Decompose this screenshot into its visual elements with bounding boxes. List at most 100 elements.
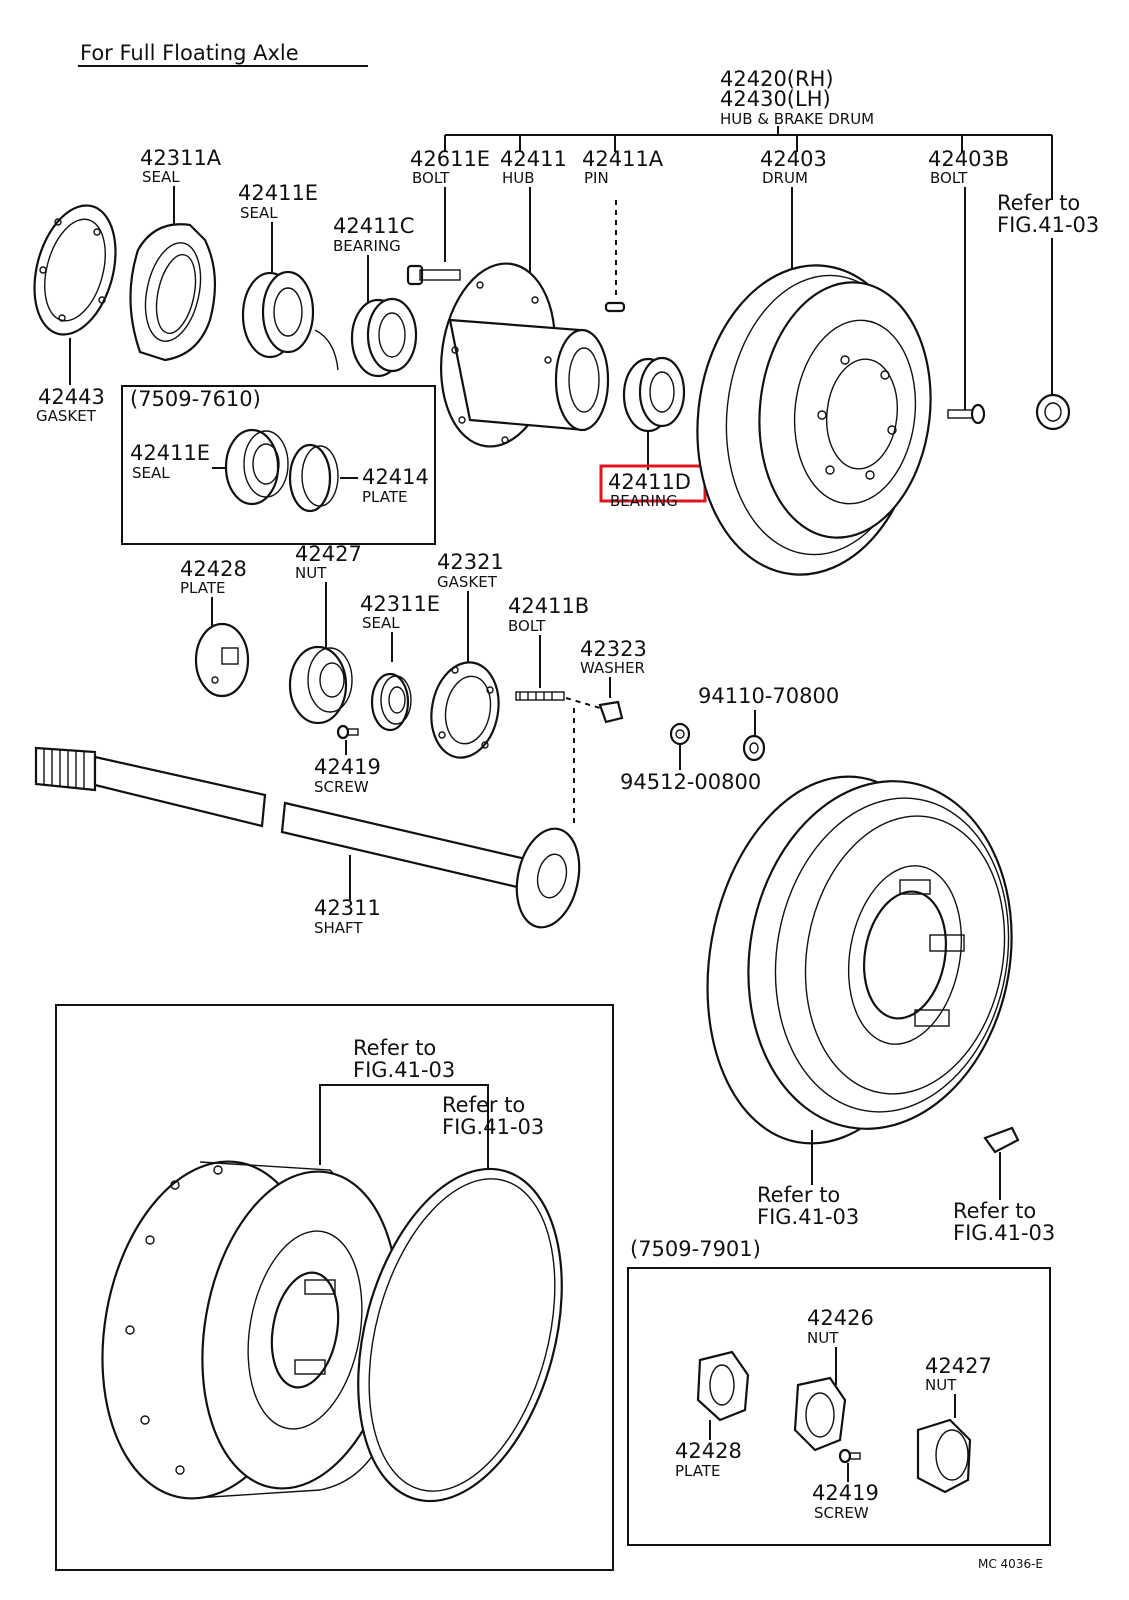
callout-94512-00800: 94512-00800 <box>620 770 761 794</box>
box2-nut-42426-part <box>793 1376 847 1452</box>
box2-callout-42428: 42428 <box>675 1439 742 1463</box>
seal-42411E-part <box>241 270 339 371</box>
clamp-part <box>983 1126 1020 1154</box>
callout-42443-name: GASKET <box>36 407 97 425</box>
refer-c-line1: Refer to <box>353 1036 436 1060</box>
box1-callout-42414-name: PLATE <box>362 488 407 506</box>
callout-94110-70800: 94110-70800 <box>698 684 839 708</box>
refer-d-line1: Refer to <box>442 1093 525 1117</box>
refer-b-line2: FIG.41-03 <box>953 1221 1055 1245</box>
callout-42411E-top: 42411E <box>238 181 318 205</box>
callout-42611E-name: BOLT <box>412 169 450 187</box>
nut-94110-part <box>742 734 766 762</box>
callout-42411: 42411 <box>500 147 567 171</box>
callout-42427-name: NUT <box>295 564 327 582</box>
box2-callout-42419-name: SCREW <box>814 1504 869 1522</box>
callout-42323-name: WASHER <box>580 659 645 677</box>
screw-42419-part <box>336 724 359 740</box>
callout-42420: 42420(RH) <box>720 67 834 91</box>
callout-42311: 42311 <box>314 896 381 920</box>
callout-42411E-top-name: SEAL <box>240 204 278 222</box>
bearing-42411D-part <box>622 356 686 433</box>
callout-42411-name: HUB <box>502 169 535 187</box>
callout-42321: 42321 <box>437 550 504 574</box>
box1-plate-part <box>288 443 339 513</box>
box2-callout-42428-name: PLATE <box>675 1462 720 1480</box>
refer-b-line1: Refer to <box>953 1199 1036 1223</box>
callout-42403-name: DRUM <box>762 169 808 187</box>
box2-plate-42428-part <box>696 1350 750 1422</box>
refer-top-line2: FIG.41-03 <box>997 213 1099 237</box>
box2-nut-42427-part <box>916 1418 972 1494</box>
callout-42430: 42430(LH) <box>720 87 831 111</box>
nut-refer-top-part <box>1035 393 1071 431</box>
callout-42411C: 42411C <box>333 214 414 238</box>
callout-42611E: 42611E <box>410 147 490 171</box>
gasket-42443-part <box>33 204 117 336</box>
callout-42411D: 42411D <box>608 470 691 494</box>
callout-42311A-name: SEAL <box>142 168 180 186</box>
diagram-title: For Full Floating Axle <box>80 41 299 65</box>
callout-42403: 42403 <box>760 147 827 171</box>
gasket-42321-part <box>430 661 500 759</box>
bolt-42403B-part <box>947 403 986 425</box>
footer-code: MC 4036-E <box>978 1557 1043 1571</box>
callout-42403B: 42403B <box>928 147 1009 171</box>
callout-42443: 42443 <box>38 385 105 409</box>
box2-callout-42427-name: NUT <box>925 1376 957 1394</box>
callout-42311E: 42311E <box>360 592 440 616</box>
callout-hub-drum-name: HUB & BRAKE DRUM <box>720 110 874 128</box>
bolt-42611E-part <box>406 264 461 286</box>
box1-callout-42411E-name: SEAL <box>132 464 170 482</box>
box2-callout-42426-name: NUT <box>807 1329 839 1347</box>
box1-callout-42414: 42414 <box>362 465 429 489</box>
box2-callout-42419: 42419 <box>812 1481 879 1505</box>
pin-42411A-part <box>604 301 626 313</box>
nut-94512-part <box>669 722 691 746</box>
seal-42311A-part <box>129 223 217 362</box>
box1-range: (7509-7610) <box>130 387 261 411</box>
refer-a-line2: FIG.41-03 <box>757 1205 859 1229</box>
callout-42427: 42427 <box>295 542 362 566</box>
callout-42321-name: GASKET <box>437 573 498 591</box>
box1-frame <box>121 385 436 545</box>
box2-callout-42426: 42426 <box>807 1306 874 1330</box>
box2-frame <box>627 1267 1051 1546</box>
callout-42311-name: SHAFT <box>314 919 363 937</box>
refer-d-line2: FIG.41-03 <box>442 1115 544 1139</box>
callout-42311A: 42311A <box>140 146 222 170</box>
callout-42411B: 42411B <box>508 594 589 618</box>
callout-42411B-name: BOLT <box>508 617 546 635</box>
hub-42411-part <box>439 262 610 448</box>
callout-42428-name: PLATE <box>180 579 225 597</box>
refer-a-line1: Refer to <box>757 1183 840 1207</box>
shaft-42311-part <box>34 746 581 929</box>
refer-c-line2: FIG.41-03 <box>353 1058 455 1082</box>
box1-callout-42411E: 42411E <box>130 441 210 465</box>
washer-42323-part <box>598 700 624 724</box>
callout-42403B-name: BOLT <box>930 169 968 187</box>
callout-42411C-name: BEARING <box>333 237 401 255</box>
callout-42419: 42419 <box>314 755 381 779</box>
callout-42311E-name: SEAL <box>362 614 400 632</box>
plate-42428-part <box>194 622 250 698</box>
wheel-split-rim-part <box>101 1160 563 1503</box>
refer-top-line1: Refer to <box>997 191 1080 215</box>
box1-seal-part <box>224 428 289 506</box>
wheel-right-part <box>706 775 1013 1145</box>
callout-42419-name: SCREW <box>314 778 369 796</box>
nut-42427-part <box>288 645 353 725</box>
callout-42411D-name: BEARING <box>610 492 678 510</box>
box2-range: (7509-7901) <box>630 1237 761 1261</box>
box-lower-left-frame <box>55 1004 614 1571</box>
callout-42411A: 42411A <box>582 147 664 171</box>
box2-screw-part <box>838 1448 861 1464</box>
callout-42411A-name: PIN <box>584 169 609 187</box>
callout-42428: 42428 <box>180 557 247 581</box>
box2-callout-42427: 42427 <box>925 1354 992 1378</box>
drum-42403-part <box>696 264 932 576</box>
bearing-42411C-part <box>350 297 418 378</box>
bolt-42411B-part <box>515 691 565 701</box>
callout-42323: 42323 <box>580 637 647 661</box>
